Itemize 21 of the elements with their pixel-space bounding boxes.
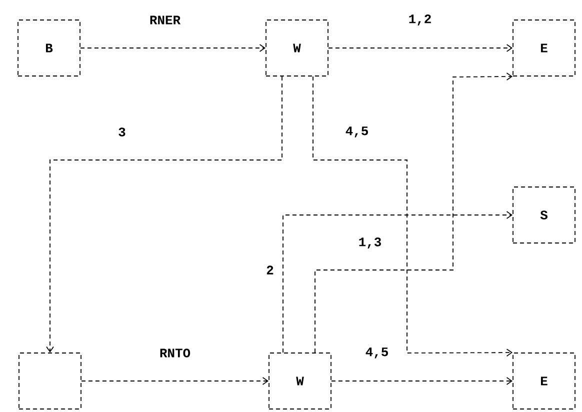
edge-label: RNTO xyxy=(158,348,192,358)
edge-label: 3 xyxy=(117,126,127,138)
letter-box: E xyxy=(512,352,576,410)
edge-label: 1,2 xyxy=(407,14,433,26)
arrow xyxy=(80,44,266,52)
arrow xyxy=(46,76,282,353)
edge-label: RNER xyxy=(148,14,182,26)
route-label: 4,5 xyxy=(364,346,390,360)
arrow xyxy=(282,211,513,353)
arrow xyxy=(81,377,269,385)
edge-label: 4,5 xyxy=(344,126,370,138)
letter-box: B xyxy=(18,20,80,76)
empty-box xyxy=(18,352,82,410)
arrow xyxy=(331,377,513,385)
edge-label: 1,3 xyxy=(357,236,383,250)
arrow xyxy=(328,44,513,52)
letter-box: S xyxy=(512,186,576,244)
edge-label: 2 xyxy=(265,264,275,276)
letter-box: W xyxy=(268,352,332,410)
letter-box: W xyxy=(266,20,328,76)
letter-box: E xyxy=(512,20,576,76)
